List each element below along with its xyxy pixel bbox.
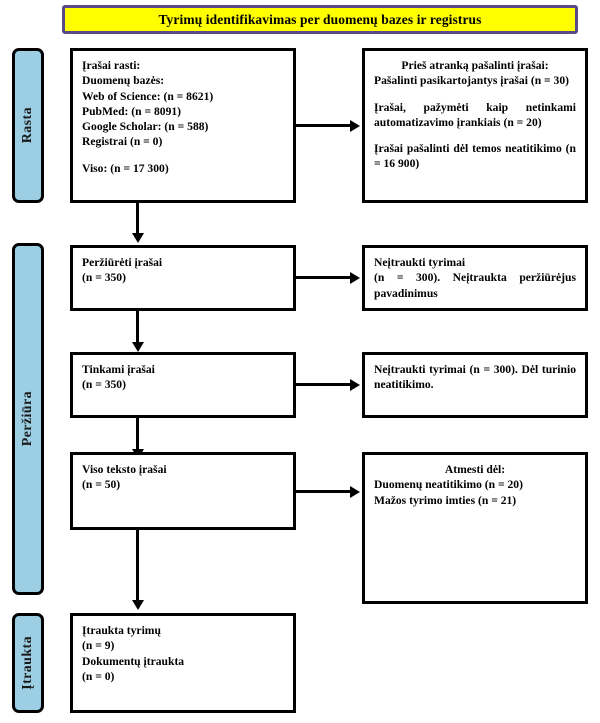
arrowhead-fulltext-to-rejected — [350, 485, 360, 498]
records-identified-line-5: Google Scholar: (n = 588) — [82, 120, 209, 134]
box-fulltext-records: Viso teksto įrašai (n = 50) — [70, 452, 296, 530]
box-records-removed-before-screening: Prieš atranką pašalinti įrašai: Pašalint… — [362, 48, 588, 203]
records-screened-line-2: (n = 350) — [82, 271, 126, 285]
records-screened-line-1: Peržiūrėti įrašai — [82, 256, 163, 269]
arrowhead-identified-to-screened — [131, 233, 144, 243]
records-removed-heading: Prieš atranką pašalinti įrašai: — [401, 59, 549, 72]
studies-included-line-2: (n = 9) — [82, 639, 115, 653]
arrowhead-screened-to-excluded-title — [350, 271, 360, 284]
records-excluded-title-line-1: Neįtraukti tyrimai — [374, 256, 466, 269]
arrowhead-identified-to-removed — [350, 119, 360, 132]
arrowhead-screened-to-eligible — [131, 342, 144, 352]
records-removed-automation: Įrašai, pažymėti kaip netinkami automati… — [374, 100, 576, 129]
fulltext-records-line-1: Viso teksto įrašai — [82, 463, 167, 476]
records-identified-line-3: Web of Science: (n = 8621) — [82, 89, 214, 103]
box-records-screened: Peržiūrėti įrašai (n = 350) — [70, 245, 296, 311]
phase-tab-screening-label: Peržiūra — [20, 391, 35, 447]
records-eligible-line-1: Tinkami įrašai — [82, 363, 155, 376]
box-records-identified: Įrašai rasti: Duomenų bazės: Web of Scie… — [70, 48, 296, 203]
records-identified-line-6: Registrai (n = 0) — [82, 135, 163, 149]
connector-screened-to-excluded-title — [296, 276, 350, 279]
phase-tab-included-label: Įtraukta — [20, 636, 35, 690]
records-removed-duplicates: Pašalinti pasikartojantys įrašai (n = 30… — [374, 74, 570, 88]
phase-tab-identification-label: Rasta — [20, 107, 35, 144]
rejected-reasons-line-2: Mažos tyrimo imties (n = 21) — [374, 493, 517, 507]
connector-eligible-to-fulltext — [136, 418, 139, 451]
box-rejected-reasons: Atmesti dėl: Duomenų neatitikimo (n = 20… — [362, 452, 588, 604]
fulltext-records-line-2: (n = 50) — [82, 478, 121, 492]
records-removed-gap-1 — [374, 89, 576, 100]
records-identified-line-2: Duomenų bazės: — [82, 74, 165, 88]
records-excluded-content-line-1: Neįtraukti tyrimai (n = 300). Dėl turini… — [374, 363, 576, 392]
records-identified-gap — [82, 150, 284, 161]
records-excluded-title-line-2: (n = 300). Neįtraukta peržiūrėjus pavadi… — [374, 271, 576, 300]
box-records-excluded-content: Neįtraukti tyrimai (n = 300). Dėl turini… — [362, 352, 588, 418]
studies-included-line-4: (n = 0) — [82, 669, 115, 683]
studies-included-line-1: Įtraukta tyrimų — [82, 624, 161, 637]
connector-fulltext-to-rejected — [296, 490, 350, 493]
records-removed-offtopic: Įrašai pašalinti dėl temos neatitikimo (… — [374, 142, 576, 171]
arrowhead-fulltext-to-included — [131, 600, 144, 610]
rejected-reasons-heading: Atmesti dėl: — [444, 463, 506, 476]
connector-identified-to-removed — [296, 124, 350, 127]
connector-screened-to-eligible — [136, 311, 139, 344]
box-records-excluded-title: Neįtraukti tyrimai (n = 300). Neįtraukta… — [362, 245, 588, 311]
phase-tab-identification: Rasta — [12, 48, 44, 203]
rejected-reasons-line-1: Duomenų neatitikimo (n = 20) — [374, 478, 523, 492]
arrowhead-eligible-to-excluded-content — [350, 378, 360, 391]
records-identified-line-4: PubMed: (n = 8091) — [82, 104, 182, 118]
studies-included-line-3: Dokumentų įtraukta — [82, 654, 185, 668]
records-removed-gap-2 — [374, 130, 576, 141]
records-eligible-line-2: (n = 350) — [82, 378, 126, 392]
connector-fulltext-to-included — [136, 530, 139, 602]
records-identified-total: Viso: (n = 17 300) — [82, 161, 169, 175]
diagram-title-text: Tyrimų identifikavimas per duomenų bazes… — [158, 11, 482, 27]
phase-tab-included: Įtraukta — [12, 613, 44, 713]
records-identified-line-1: Įrašai rasti: — [82, 59, 141, 72]
phase-tab-screening: Peržiūra — [12, 243, 44, 595]
box-studies-included: Įtraukta tyrimų (n = 9) Dokumentų įtrauk… — [70, 613, 296, 713]
box-records-eligible: Tinkami įrašai (n = 350) — [70, 352, 296, 418]
connector-identified-to-screened — [136, 203, 139, 235]
diagram-title-banner: Tyrimų identifikavimas per duomenų bazes… — [62, 5, 578, 34]
connector-eligible-to-excluded-content — [296, 383, 350, 386]
